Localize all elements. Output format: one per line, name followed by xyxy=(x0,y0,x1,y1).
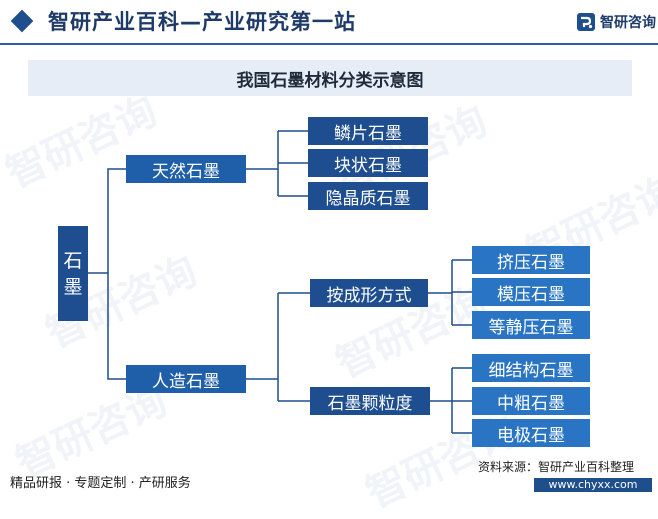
connector-root xyxy=(88,168,126,380)
node-natural-label: 天然石墨 xyxy=(152,161,220,182)
leaf-method-2: 等静压石墨 xyxy=(472,311,590,339)
brand-logo-icon xyxy=(577,13,595,31)
leaf-grain-0: 细结构石墨 xyxy=(472,354,590,382)
node-by-method: 按成形方式 xyxy=(310,279,428,307)
site-title: 智研产业百科—产业研究第一站 xyxy=(48,10,356,34)
footer-source: 资料来源：智研产业百科整理 xyxy=(478,460,635,474)
footer-services: 精品研报 · 专题定制 · 产研服务 xyxy=(10,476,191,491)
header-bar: 智研产业百科—产业研究第一站 智研咨询 xyxy=(0,0,658,44)
leaf-method-0: 挤压石墨 xyxy=(472,246,590,274)
diagram-title: 我国石墨材料分类示意图 xyxy=(28,60,632,96)
root-char: 墨 xyxy=(63,275,83,298)
leaf-label: 模压石墨 xyxy=(497,284,565,305)
connector-artificial xyxy=(246,292,310,402)
node-root: 石墨 xyxy=(58,226,88,321)
leaf-method-1: 模压石墨 xyxy=(472,278,590,306)
connector-natural xyxy=(246,130,308,197)
node-by-grain: 石墨颗粒度 xyxy=(310,387,430,415)
header-divider xyxy=(0,43,658,45)
leaf-natural-2: 隐晶质石墨 xyxy=(308,182,428,210)
leaf-label: 鳞片石墨 xyxy=(334,123,402,144)
brand-logo[interactable]: 智研咨询 xyxy=(576,10,656,34)
leaf-label: 隐晶质石墨 xyxy=(325,188,411,209)
leaf-label: 电极石墨 xyxy=(497,425,565,446)
node-by-grain-label: 石墨颗粒度 xyxy=(327,393,413,414)
node-artificial-label: 人造石墨 xyxy=(152,371,220,392)
footer-url[interactable]: www.chyxx.com xyxy=(534,478,652,492)
leaf-label: 等静压石墨 xyxy=(488,317,574,338)
leaf-natural-1: 块状石墨 xyxy=(308,149,428,177)
leaf-label: 挤压石墨 xyxy=(497,252,565,273)
connector-grain xyxy=(430,367,472,434)
leaf-grain-1: 中粗石墨 xyxy=(472,387,590,415)
leaf-natural-0: 鳞片石墨 xyxy=(308,117,428,145)
leaf-label: 块状石墨 xyxy=(334,155,402,176)
node-artificial: 人造石墨 xyxy=(126,365,246,393)
node-root-label: 石墨 xyxy=(63,248,82,300)
connector-lines xyxy=(88,130,472,434)
leaf-grain-2: 电极石墨 xyxy=(472,419,590,447)
leaf-label: 中粗石墨 xyxy=(497,393,565,414)
node-by-method-label: 按成形方式 xyxy=(326,285,412,306)
leaf-label: 细结构石墨 xyxy=(488,360,574,381)
root-char: 石 xyxy=(63,249,83,272)
node-natural: 天然石墨 xyxy=(126,155,246,183)
connector-method xyxy=(428,259,472,326)
brand-logo-text: 智研咨询 xyxy=(600,15,656,31)
